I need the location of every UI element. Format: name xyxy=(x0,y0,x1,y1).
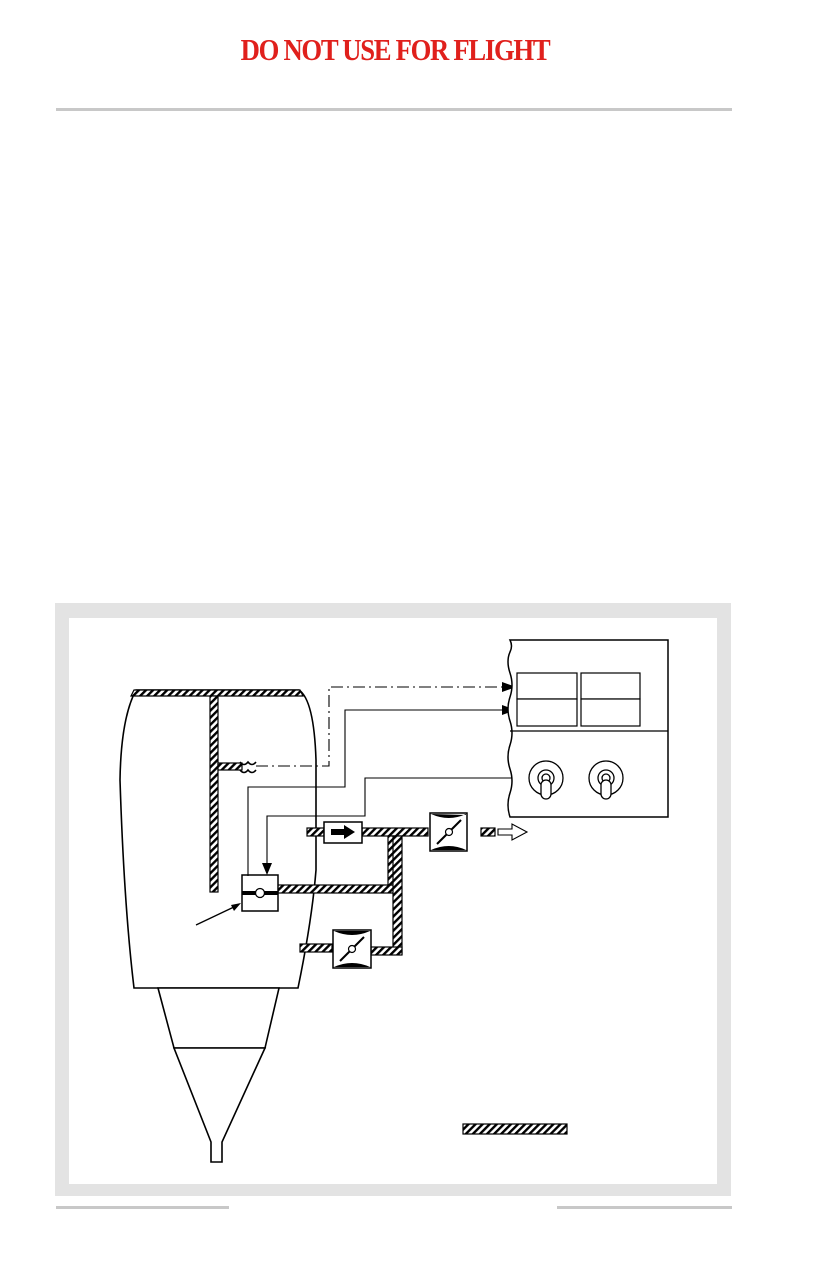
legend-hatched-duct xyxy=(462,1123,568,1135)
bleed-air-system-diagram xyxy=(119,639,669,1163)
footer-rule-right xyxy=(557,1206,732,1209)
figure-canvas xyxy=(69,618,717,1184)
footer-rule-left xyxy=(56,1206,229,1209)
cockpit-indicator-panel xyxy=(507,639,669,818)
leader-line xyxy=(195,903,241,926)
shutoff-valve-lower xyxy=(332,929,372,969)
control-toggle-switches xyxy=(528,760,624,800)
check-valve-arrow xyxy=(323,821,363,844)
bleed-valve xyxy=(241,874,279,912)
shutoff-valve-upper xyxy=(429,812,468,852)
bleed-pressure-sensor xyxy=(239,760,257,774)
signal-lines xyxy=(247,686,545,876)
outflow-arrow xyxy=(497,823,529,841)
header-rule xyxy=(56,108,732,111)
indicator-windows xyxy=(516,672,641,727)
warning-banner: DO NOT USE FOR FLIGHT xyxy=(240,32,551,67)
figure-frame xyxy=(55,603,731,1196)
